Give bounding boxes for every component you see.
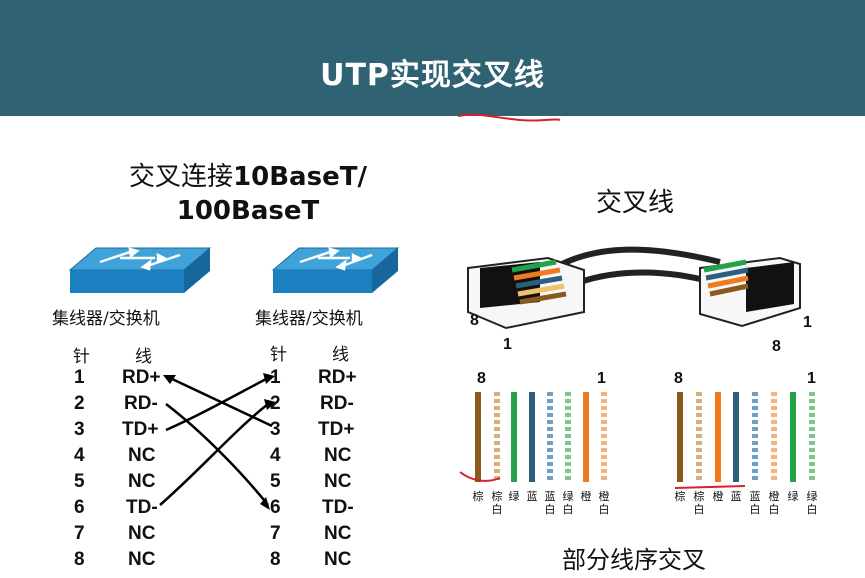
switch-icon-right <box>271 247 400 293</box>
wire-label-a: 蓝 <box>526 490 538 503</box>
right-pin: 6 <box>270 497 281 518</box>
wiring-a-num-8: 8 <box>477 370 486 387</box>
right-pin: 8 <box>270 549 281 570</box>
slide-title: UTP实现交叉线 <box>320 58 545 93</box>
wire-label-a: 橙 <box>580 490 592 503</box>
switch-icon-left <box>68 247 212 293</box>
left-pin: 4 <box>74 445 85 466</box>
partial-crossover-caption: 部分线序交叉 <box>562 546 706 574</box>
right-signal: NC <box>324 523 352 544</box>
right-pin: 3 <box>270 419 281 440</box>
wiring-b-num-8: 8 <box>674 370 683 387</box>
wire-label-b: 蓝白 <box>749 490 761 516</box>
left-pin: 5 <box>74 471 85 492</box>
title-underline-annotation <box>457 113 561 122</box>
crossover-title-cn: 交叉连接 <box>129 162 234 192</box>
right-pin: 5 <box>270 471 281 492</box>
crossover-title-en2: 100BaseT <box>176 196 320 226</box>
left-signal: NC <box>128 445 156 466</box>
right-col-pin-header: 针 <box>270 345 287 365</box>
left-signal: TD+ <box>122 419 159 440</box>
wiring-a <box>475 392 607 482</box>
right-signal: NC <box>324 549 352 570</box>
left-pin: 1 <box>74 367 85 388</box>
right-signal: RD+ <box>318 367 357 388</box>
right-pin: 4 <box>270 445 281 466</box>
switch-label-left: 集线器/交换机 <box>52 309 160 329</box>
wire-label-b: 橙白 <box>768 490 780 516</box>
wire-label-a: 棕 <box>472 490 484 503</box>
left-signal: TD- <box>126 497 158 518</box>
right-pin: 7 <box>270 523 281 544</box>
right-signal: TD- <box>322 497 354 518</box>
right-pin: 2 <box>270 393 281 414</box>
wiring-a-annotation <box>459 471 501 482</box>
connector-right-pin8: 8 <box>772 338 781 355</box>
wire-label-b: 绿 <box>787 490 799 503</box>
right-pin: 1 <box>270 367 281 388</box>
connector-left-pin8: 8 <box>470 312 479 329</box>
left-signal: NC <box>128 471 156 492</box>
arrow-heads <box>163 373 276 510</box>
wiring-b-annotation <box>674 485 746 489</box>
wire-label-a: 蓝白 <box>544 490 556 516</box>
left-signal: RD- <box>124 393 158 414</box>
left-col-wire-header: 线 <box>135 347 152 367</box>
header-bar <box>0 0 865 116</box>
left-pin: 7 <box>74 523 85 544</box>
left-col-pin-header: 针 <box>73 347 90 367</box>
left-pin: 6 <box>74 497 85 518</box>
wire-label-b: 棕白 <box>693 490 705 516</box>
wire-label-a: 橙白 <box>598 490 610 516</box>
right-signal: NC <box>324 445 352 466</box>
wire-label-b: 蓝 <box>730 490 742 503</box>
wire-label-b: 棕 <box>674 490 686 503</box>
left-signal: NC <box>128 523 156 544</box>
left-pin: 3 <box>74 419 85 440</box>
left-signal: RD+ <box>122 367 161 388</box>
wire-label-a: 棕白 <box>491 490 503 516</box>
wiring-b <box>677 392 815 482</box>
right-signal: TD+ <box>318 419 355 440</box>
wire-label-a: 绿白 <box>562 490 574 516</box>
wiring-a-num-1: 1 <box>597 370 606 387</box>
crossover-title-en1: 10BaseT/ <box>233 162 367 192</box>
crossover-cable-title: 交叉线 <box>596 188 675 218</box>
crossover-title: 交叉连接10BaseT/ 100BaseT <box>88 160 408 228</box>
left-pin: 8 <box>74 549 85 570</box>
wiring-b-num-1: 1 <box>807 370 816 387</box>
connector-right-pin1: 1 <box>803 314 812 331</box>
switch-label-right: 集线器/交换机 <box>255 309 363 329</box>
crossover-cable-illustration <box>467 246 801 330</box>
wire-label-b: 绿白 <box>806 490 818 516</box>
right-signal: NC <box>324 471 352 492</box>
left-signal: NC <box>128 549 156 570</box>
left-pin: 2 <box>74 393 85 414</box>
wire-label-b: 橙 <box>712 490 724 503</box>
connector-left-pin1: 1 <box>503 336 512 353</box>
right-col-wire-header: 线 <box>332 345 349 365</box>
crossover-arrows <box>159 376 273 506</box>
right-signal: RD- <box>320 393 354 414</box>
wire-label-a: 绿 <box>508 490 520 503</box>
